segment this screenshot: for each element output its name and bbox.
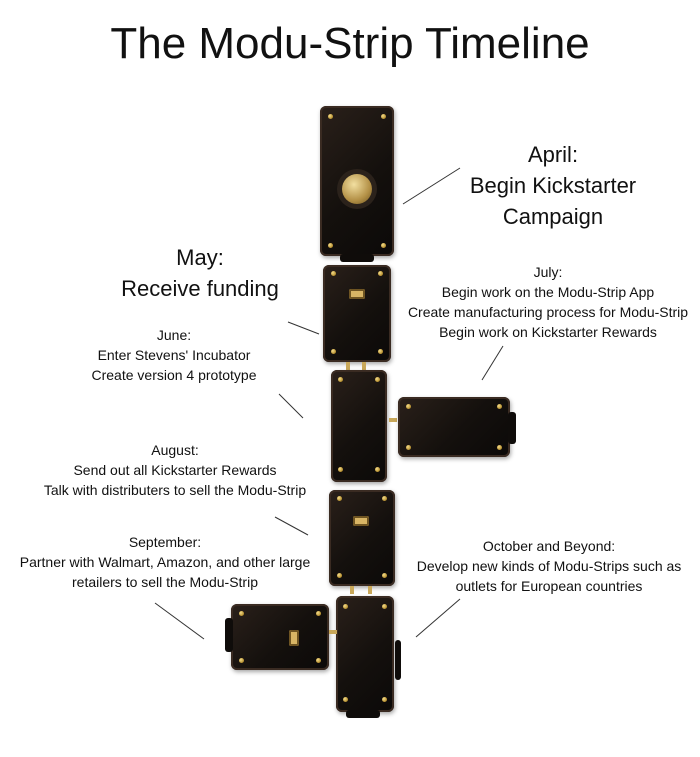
milestone-heading: August:: [151, 442, 199, 458]
screw: [378, 349, 383, 354]
milestone-line: Create version 4 prototype: [91, 367, 257, 383]
milestone-april: April: Begin Kickstarter Campaign: [448, 139, 658, 232]
milestone-line: Enter Stevens' Incubator: [97, 347, 251, 363]
connector-pin: [346, 362, 350, 370]
usb-port-icon: [289, 630, 299, 646]
module-side-right: [398, 397, 510, 457]
screw: [338, 467, 343, 472]
connector-tab: [340, 254, 374, 262]
screw: [406, 404, 411, 409]
leader-line-july: [481, 345, 504, 381]
screw: [239, 611, 244, 616]
screw: [331, 271, 336, 276]
milestone-line: outlets for European countries: [455, 578, 643, 594]
leader-line-september: [154, 602, 205, 640]
module-side-left: [231, 604, 329, 670]
module-usb: [329, 490, 395, 586]
milestone-heading: May:: [176, 245, 224, 270]
connector-pin: [368, 586, 372, 594]
milestone-heading: October and Beyond:: [482, 538, 616, 554]
screw: [337, 496, 342, 501]
connector-pin: [389, 418, 397, 422]
connector-tab: [346, 710, 380, 718]
leader-line-april: [402, 167, 461, 205]
milestone-line: Receive funding: [121, 276, 279, 301]
connector-pin: [350, 586, 354, 594]
connector-pin: [329, 630, 337, 634]
screw: [381, 243, 386, 248]
milestone-line: Campaign: [502, 204, 604, 229]
milestone-heading: June:: [156, 327, 192, 343]
milestone-line: Create manufacturing process for Modu-St…: [407, 304, 689, 320]
screw: [382, 697, 387, 702]
screw: [331, 349, 336, 354]
milestone-line: Send out all Kickstarter Rewards: [73, 462, 277, 478]
milestone-line: Partner with Walmart, Amazon, and other …: [19, 554, 311, 570]
knob-icon: [342, 174, 372, 204]
milestone-heading: September:: [128, 534, 202, 550]
milestone-heading: April:: [527, 142, 579, 167]
leader-line-june: [278, 393, 304, 419]
milestone-june: June: Enter Stevens' Incubator Create ve…: [64, 325, 284, 385]
milestone-line: Begin work on Kickstarter Rewards: [439, 324, 657, 340]
milestone-line: Begin Kickstarter: [469, 173, 637, 198]
module-main: [320, 106, 394, 256]
milestone-august: August: Send out all Kickstarter Rewards…: [20, 440, 330, 500]
screw: [337, 573, 342, 578]
screw: [328, 243, 333, 248]
screw: [316, 658, 321, 663]
milestone-line: Begin work on the Modu-Strip App: [441, 284, 655, 300]
screw: [343, 604, 348, 609]
milestone-line: Develop new kinds of Modu-Strips such as: [416, 558, 682, 574]
screw: [497, 445, 502, 450]
milestone-october: October and Beyond: Develop new kinds of…: [404, 536, 694, 596]
screw: [382, 604, 387, 609]
screw: [497, 404, 502, 409]
usb-port-icon: [353, 516, 369, 526]
screw: [382, 496, 387, 501]
milestone-may: May: Receive funding: [95, 242, 305, 304]
leader-line-august: [274, 516, 309, 536]
screw: [382, 573, 387, 578]
milestone-july: July: Begin work on the Modu-Strip App C…: [396, 262, 700, 342]
screw: [406, 445, 411, 450]
connector-pin: [362, 362, 366, 370]
screw: [378, 271, 383, 276]
screw: [239, 658, 244, 663]
leader-line-may: [287, 321, 320, 335]
page-title: The Modu-Strip Timeline: [110, 19, 590, 68]
leader-line-october: [415, 598, 461, 638]
screw: [316, 611, 321, 616]
screw: [328, 114, 333, 119]
screw: [338, 377, 343, 382]
connector-tab: [395, 640, 401, 680]
milestone-line: retailers to sell the Modu-Strip: [72, 574, 258, 590]
screw: [381, 114, 386, 119]
screw: [375, 467, 380, 472]
milestone-line: Talk with distributers to sell the Modu-…: [43, 482, 307, 498]
connector-tab: [225, 618, 233, 652]
connector-tab: [508, 412, 516, 444]
milestone-september: September: Partner with Walmart, Amazon,…: [4, 532, 326, 592]
module-plain: [336, 596, 394, 712]
usb-port-icon: [349, 289, 365, 299]
module-plain: [331, 370, 387, 482]
milestone-heading: July:: [533, 264, 563, 280]
module-usb: [323, 265, 391, 362]
screw: [343, 697, 348, 702]
screw: [375, 377, 380, 382]
